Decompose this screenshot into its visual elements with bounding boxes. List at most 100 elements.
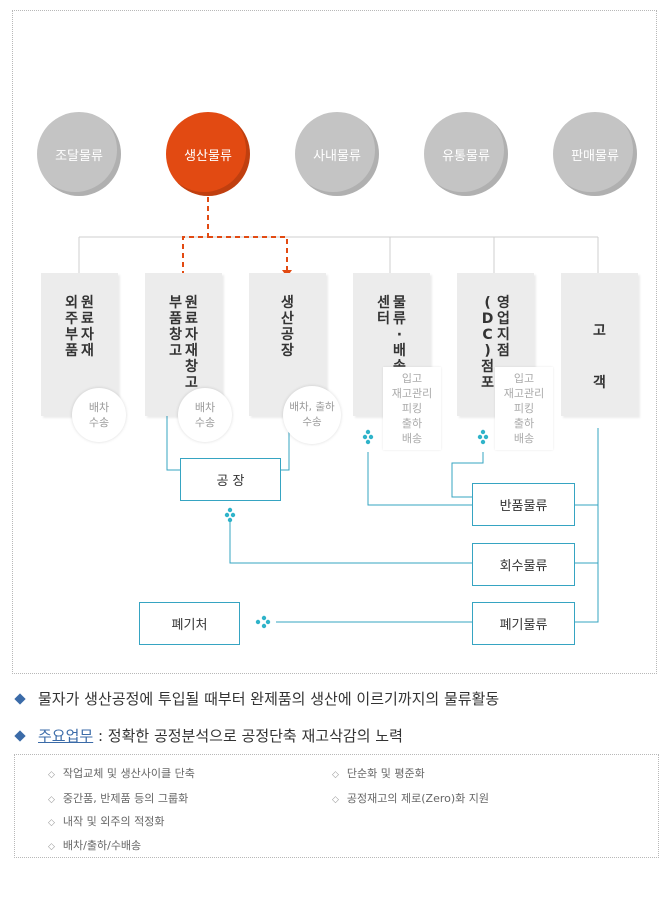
circle-distribution-logistics[interactable]: 유통물류 xyxy=(424,112,508,196)
circle-label: 유통물류 xyxy=(442,148,490,164)
vertical-char: 창 xyxy=(185,359,198,375)
dots-icon xyxy=(224,507,236,523)
circle-label: 사내물류 xyxy=(313,148,361,164)
factory-box[interactable]: 공 장 xyxy=(180,458,281,501)
circle-production-logistics[interactable]: 생산물류 xyxy=(166,112,250,196)
circle-internal-logistics[interactable]: 사내물류 xyxy=(295,112,379,196)
box-label: 공 장 xyxy=(216,474,245,489)
vertical-char: 료 xyxy=(185,311,198,327)
vertical-char: ( xyxy=(484,295,491,311)
task-text: 내작 및 외주의 적정화 xyxy=(62,815,165,828)
vertical-char: 품 xyxy=(65,343,78,359)
vertical-char: 고 xyxy=(593,323,606,339)
vertical-char: 재 xyxy=(185,343,198,359)
diagram-frame xyxy=(12,10,657,674)
dots-icon xyxy=(362,429,374,445)
box-label: 폐기처 xyxy=(171,618,208,633)
vertical-label: 고 객 xyxy=(593,318,606,396)
vertical-char: 자 xyxy=(185,327,198,343)
task-text: 중간품, 반제품 등의 그룹화 xyxy=(62,792,189,805)
vertical-char: C xyxy=(482,327,493,343)
circle-label: 판매물류 xyxy=(571,148,619,164)
diamond-outline-icon: ◇ xyxy=(332,770,339,780)
vertical-char: 원 xyxy=(81,295,94,311)
task-item: ◇ 공정재고의 제로(Zero)화 지원 xyxy=(332,790,489,806)
vertical-char: 공 xyxy=(281,327,294,343)
diamond-bullet-icon xyxy=(14,729,26,742)
main-tasks-bullet: 주요업무 : 정확한 공정분석으로 공정단축 재고삭감의 노력 xyxy=(14,725,403,746)
task-list-frame xyxy=(14,754,659,858)
task-text: 단순화 및 평준화 xyxy=(346,767,425,780)
vertical-char: 업 xyxy=(497,311,510,327)
task-item: ◇ 배차/출하/수배송 xyxy=(48,837,141,853)
vertical-char: D xyxy=(481,311,494,327)
vertical-char: 주 xyxy=(65,311,78,327)
column-customer: 고 객 xyxy=(561,273,638,416)
vertical-char: 생 xyxy=(281,295,294,311)
description-bullet: 물자가 생산공정에 투입될 때부터 완제품의 생산에 이르기까지의 물류활동 xyxy=(14,688,499,709)
vertical-char: · xyxy=(396,327,403,343)
dots-icon xyxy=(255,615,271,629)
circle-label: 조달물류 xyxy=(55,148,103,164)
vertical-char: ) xyxy=(484,343,491,359)
main-tasks-label: 주요업무 xyxy=(38,727,94,745)
return-logistics-box[interactable]: 반품물류 xyxy=(472,483,575,526)
diamond-outline-icon: ◇ xyxy=(48,795,55,805)
dots-icon xyxy=(477,429,489,445)
vertical-char: 원 xyxy=(185,295,198,311)
box-label: 회수물류 xyxy=(499,559,548,574)
vertical-char: 포 xyxy=(481,375,494,391)
vertical-char: 객 xyxy=(593,375,606,391)
vertical-char: 배 xyxy=(393,343,406,359)
recovery-logistics-box[interactable]: 회수물류 xyxy=(472,543,575,586)
vertical-char: 센 xyxy=(377,295,390,311)
task-text: 작업교체 및 생산사이클 단축 xyxy=(62,767,195,780)
vertical-char: 재 xyxy=(81,343,94,359)
vertical-char: 료 xyxy=(81,311,94,327)
box-label: 폐기물류 xyxy=(499,618,548,633)
disposal-logistics-box[interactable]: 폐기물류 xyxy=(472,602,575,645)
vertical-char: 부 xyxy=(65,327,78,343)
task-text: 공정재고의 제로(Zero)화 지원 xyxy=(346,792,490,805)
vertical-char: 점 xyxy=(497,343,510,359)
vertical-char: 지 xyxy=(497,327,510,343)
main-tasks-text: : 정확한 공정분석으로 공정단축 재고삭감의 노력 xyxy=(93,727,403,745)
circle-procurement-logistics[interactable]: 조달물류 xyxy=(37,112,121,196)
diamond-bullet-icon xyxy=(14,692,26,705)
vertical-char xyxy=(597,344,602,370)
vertical-char: 자 xyxy=(81,327,94,343)
vertical-char: 창 xyxy=(169,327,182,343)
vertical-char: 고 xyxy=(185,375,198,391)
task-item: ◇ 작업교체 및 생산사이클 단축 xyxy=(48,765,195,781)
diamond-outline-icon: ◇ xyxy=(332,795,339,805)
task-item: ◇ 단순화 및 평준화 xyxy=(332,765,425,781)
diamond-outline-icon: ◇ xyxy=(48,818,55,828)
vertical-char: 터 xyxy=(377,311,390,327)
vertical-char: 외 xyxy=(65,295,78,311)
vertical-char: 산 xyxy=(281,311,294,327)
diamond-outline-icon: ◇ xyxy=(48,770,55,780)
circle-sales-logistics[interactable]: 판매물류 xyxy=(553,112,637,196)
task-text: 배차/출하/수배송 xyxy=(62,839,142,852)
description-text: 물자가 생산공정에 투입될 때부터 완제품의 생산에 이르기까지의 물류활동 xyxy=(38,690,500,708)
disposal-site-box[interactable]: 폐기처 xyxy=(139,602,240,645)
vertical-char: 류 xyxy=(393,311,406,327)
vertical-char: 물 xyxy=(393,295,406,311)
diamond-outline-icon: ◇ xyxy=(48,842,55,852)
circle-label: 생산물류 xyxy=(184,148,232,164)
vertical-char: 고 xyxy=(169,343,182,359)
